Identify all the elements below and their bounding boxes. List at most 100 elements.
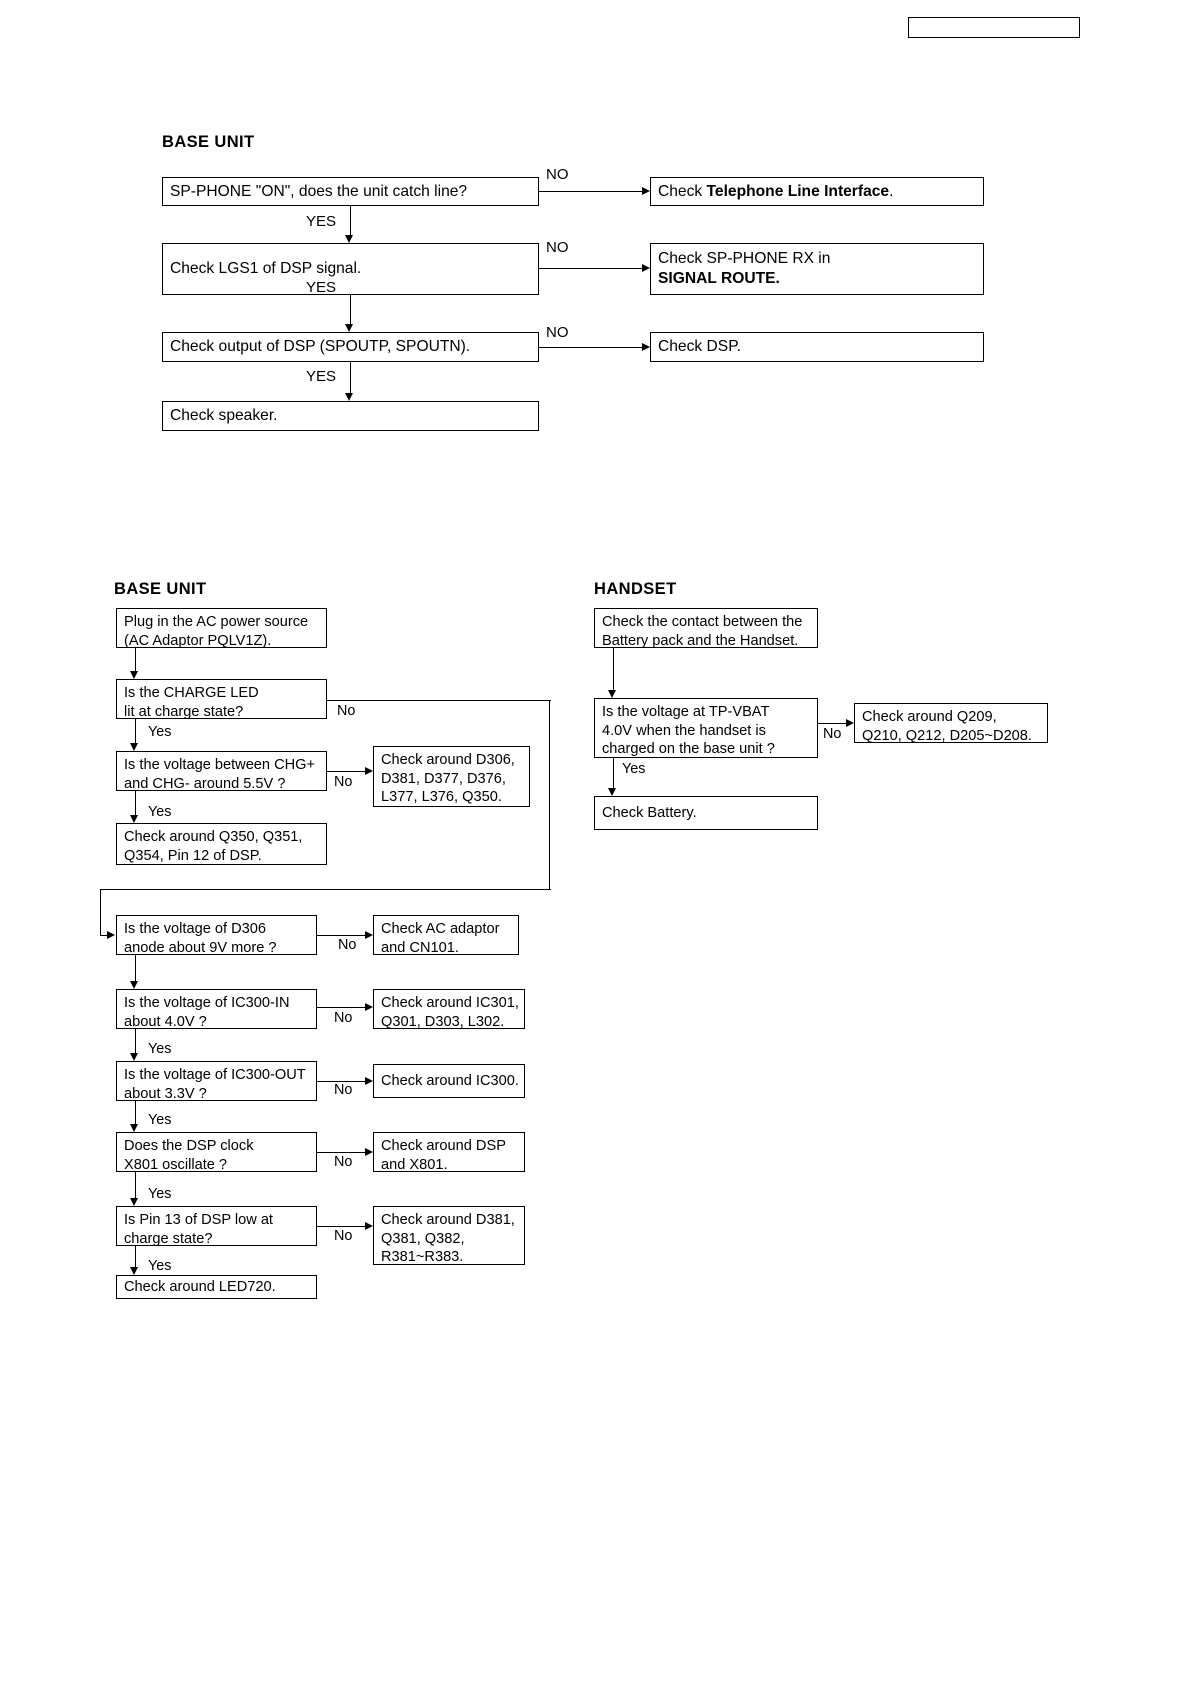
chart1-arrow-n1-r1 bbox=[642, 186, 650, 195]
chart2-arrow-b5-b6 bbox=[130, 981, 139, 989]
chart1-arrow-n1-n2 bbox=[345, 235, 354, 243]
chart2-arrow-b7-b8 bbox=[130, 1124, 139, 1132]
chart2-result-c5: Check around DSP and X801. bbox=[373, 1132, 525, 1173]
chart2-node-b2-text: Is the CHARGE LED lit at charge state? bbox=[124, 685, 259, 720]
chart1-edge-n3-r3 bbox=[539, 347, 642, 348]
chart2-node-b9: Is Pin 13 of DSP low at charge state? bbox=[116, 1206, 317, 1247]
chart1-node-n2-text: Check LGS1 of DSP signal. bbox=[170, 260, 362, 277]
chart2-result-c1-text: Check around D306, D381, D377, D376, L37… bbox=[381, 752, 515, 806]
chart3-node-h3-text: Check Battery. bbox=[602, 804, 697, 821]
chart1-arrow-n2-n3 bbox=[345, 324, 354, 332]
chart3-node-h1: Check the contact between the Battery pa… bbox=[594, 608, 818, 649]
chart1-edge-n1-n2 bbox=[350, 206, 351, 235]
chart2-arrow-b2-b3 bbox=[130, 743, 139, 751]
chart3-edge-h2-hr1 bbox=[818, 723, 846, 724]
chart1-edge-n2-r2 bbox=[539, 268, 642, 269]
chart2-result-c6-text: Check around D381, Q381, Q382, R381~R383… bbox=[381, 1212, 515, 1266]
chart3-result-hr1: Check around Q209, Q210, Q212, D205~D208… bbox=[854, 703, 1048, 744]
chart2-node-b4: Check around Q350, Q351, Q354, Pin 12 of… bbox=[116, 823, 327, 865]
chart2-route-b2-seg-right bbox=[327, 700, 551, 701]
chart2-edge-label-no-b5: No bbox=[338, 937, 357, 953]
chart2-edge-label-yes-4: Yes bbox=[148, 1112, 172, 1128]
chart1-result-r1: Check Telephone Line Interface. bbox=[650, 177, 984, 206]
chart2-arrow-b3-c1 bbox=[365, 766, 373, 775]
chart2-node-b10-text: Check around LED720. bbox=[124, 1278, 276, 1295]
chart1-edge-label-no-2: NO bbox=[546, 239, 569, 256]
chart1-edge-label-no-1: NO bbox=[546, 166, 569, 183]
chart2-edge-b8-c5 bbox=[317, 1152, 365, 1153]
chart3-node-h1-text: Check the contact between the Battery pa… bbox=[602, 614, 803, 649]
chart2-result-c4-text: Check around IC300. bbox=[381, 1072, 519, 1089]
chart2-node-b3: Is the voltage between CHG+ and CHG- aro… bbox=[116, 751, 327, 792]
chart3-arrow-h2-h3 bbox=[608, 788, 617, 796]
chart2-edge-b6-b7 bbox=[135, 1029, 136, 1053]
chart1-edge-label-yes-2: YES bbox=[306, 279, 337, 296]
chart2-edge-b9-c6 bbox=[317, 1226, 365, 1227]
chart2-node-b1-text: Plug in the AC power source (AC Adaptor … bbox=[124, 614, 309, 649]
chart2-result-c2-text: Check AC adaptor and CN101. bbox=[381, 921, 500, 956]
chart1-edge-n2-n3 bbox=[350, 295, 351, 324]
chart2-edge-b5-b6 bbox=[135, 955, 136, 981]
chart3-arrow-h1-h2 bbox=[608, 690, 617, 698]
chart1-result-r3: Check DSP. bbox=[650, 332, 984, 362]
chart2-node-b7: Is the voltage of IC300-OUT about 3.3V ? bbox=[116, 1061, 317, 1102]
chart1-node-n3: Check output of DSP (SPOUTP, SPOUTN). bbox=[162, 332, 539, 362]
chart1-node-n3-text: Check output of DSP (SPOUTP, SPOUTN). bbox=[170, 338, 471, 355]
chart2-edge-label-no-b3: No bbox=[334, 774, 353, 790]
chart3-edge-h2-h3 bbox=[613, 758, 614, 788]
chart2-route-b2-seg-left bbox=[100, 889, 551, 890]
chart2-edge-label-yes-5: Yes bbox=[148, 1186, 172, 1202]
chart2-node-b5-text: Is the voltage of D306 anode about 9V mo… bbox=[124, 921, 277, 956]
chart2-edge-b7-b8 bbox=[135, 1101, 136, 1124]
chart2-route-b2-arrow bbox=[107, 930, 115, 939]
chart2-edge-b1-b2 bbox=[135, 648, 136, 671]
chart3-edge-label-no: No bbox=[823, 726, 842, 742]
chart2-edge-b8-b9 bbox=[135, 1172, 136, 1198]
chart2-route-b2-seg-down bbox=[549, 700, 550, 890]
chart2-edge-label-no-b6: No bbox=[334, 1010, 353, 1026]
chart2-edge-b7-c4 bbox=[317, 1081, 365, 1082]
chart2-arrow-b9-b10 bbox=[130, 1267, 139, 1275]
chart2-arrow-b1-b2 bbox=[130, 671, 139, 679]
chart2-node-b3-text: Is the voltage between CHG+ and CHG- aro… bbox=[124, 757, 316, 792]
chart2-node-b2: Is the CHARGE LED lit at charge state? bbox=[116, 679, 327, 720]
chart2-edge-label-yes-2: Yes bbox=[148, 804, 172, 820]
chart2-arrow-b6-b7 bbox=[130, 1053, 139, 1061]
chart2-result-c6: Check around D381, Q381, Q382, R381~R383… bbox=[373, 1206, 525, 1265]
chart1-node-n4-text: Check speaker. bbox=[170, 407, 278, 424]
chart2-node-b9-text: Is Pin 13 of DSP low at charge state? bbox=[124, 1212, 273, 1247]
chart2-node-b5: Is the voltage of D306 anode about 9V mo… bbox=[116, 915, 317, 956]
chart2-route-b2-seg-enter bbox=[100, 935, 108, 936]
chart2-edge-label-no-b2: No bbox=[337, 703, 356, 719]
chart2-edge-b3-c1 bbox=[327, 771, 365, 772]
chart2-node-b6: Is the voltage of IC300-IN about 4.0V ? bbox=[116, 989, 317, 1030]
chart2-node-b10: Check around LED720. bbox=[116, 1275, 317, 1299]
chart2-title: BASE UNIT bbox=[114, 580, 207, 598]
chart2-node-b8: Does the DSP clock X801 oscillate ? bbox=[116, 1132, 317, 1173]
chart1-edge-n3-n4 bbox=[350, 362, 351, 393]
chart1-node-n1-text: SP-PHONE "ON", does the unit catch line? bbox=[170, 182, 468, 200]
chart2-route-b2-seg-down2 bbox=[100, 889, 101, 935]
chart2-arrow-b9-c6 bbox=[365, 1221, 373, 1230]
chart1-arrow-n3-n4 bbox=[345, 393, 354, 401]
chart2-edge-b6-c3 bbox=[317, 1007, 365, 1008]
chart3-node-h2-text: Is the voltage at TP-VBAT 4.0V when the … bbox=[602, 704, 775, 758]
chart2-node-b1: Plug in the AC power source (AC Adaptor … bbox=[116, 608, 327, 649]
chart2-edge-label-no-b8: No bbox=[334, 1154, 353, 1170]
chart2-edge-b3-b4 bbox=[135, 791, 136, 815]
chart2-arrow-b7-c4 bbox=[365, 1076, 373, 1085]
chart1-node-n1: SP-PHONE "ON", does the unit catch line? bbox=[162, 177, 539, 206]
header-stub-box bbox=[908, 17, 1080, 38]
chart1-result-r3-text: Check DSP. bbox=[658, 338, 741, 355]
chart1-node-n4: Check speaker. bbox=[162, 401, 539, 431]
chart2-arrow-b8-b9 bbox=[130, 1198, 139, 1206]
chart2-node-b4-text: Check around Q350, Q351, Q354, Pin 12 of… bbox=[124, 829, 303, 864]
chart2-edge-label-yes-3: Yes bbox=[148, 1041, 172, 1057]
chart2-arrow-b8-c5 bbox=[365, 1147, 373, 1156]
chart3-edge-h1-h2 bbox=[613, 648, 614, 690]
chart1-arrow-n2-r2 bbox=[642, 263, 650, 272]
chart2-arrow-b5-c2 bbox=[365, 930, 373, 939]
chart2-result-c4: Check around IC300. bbox=[373, 1064, 525, 1098]
